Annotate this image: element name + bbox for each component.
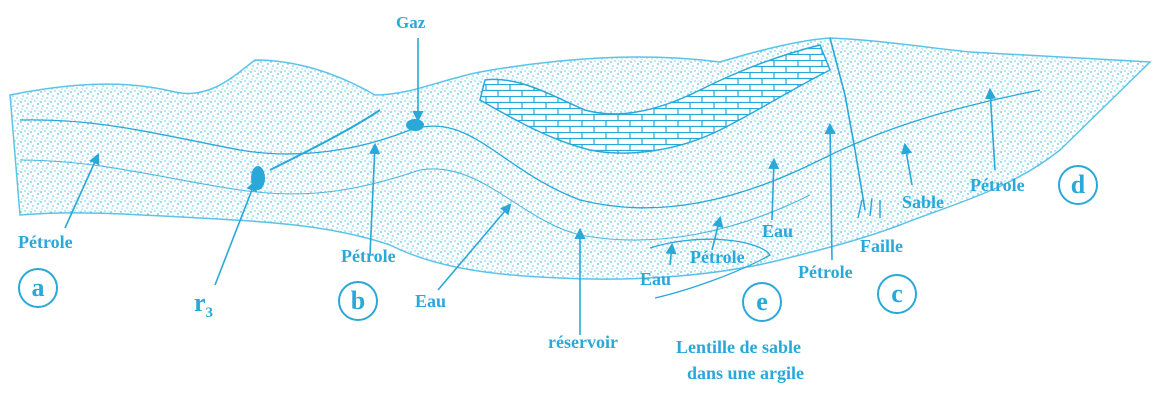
label-petrole-a: Pétrole [18, 233, 73, 251]
gas-cap [406, 119, 424, 131]
label-sable: Sable [902, 193, 944, 211]
trap-b-marker: b [338, 281, 378, 321]
trap-c-marker: c [877, 274, 917, 314]
label-petrole-lens: Pétrole [690, 248, 745, 266]
label-faille: Faille [860, 237, 903, 255]
trap-e-marker: e [742, 282, 782, 322]
trap-a-marker: a [18, 268, 58, 308]
label-reservoir: réservoir [548, 333, 618, 351]
label-petrole-b: Pétrole [341, 247, 396, 265]
label-petrole-c: Pétrole [798, 263, 853, 281]
label-gaz: Gaz [396, 14, 425, 31]
label-petrole-d: Pétrole [970, 176, 1025, 194]
label-eau-right: Eau [762, 222, 793, 240]
label-r3: r3 [194, 290, 213, 321]
label-eau-left: Eau [415, 292, 446, 310]
label-lens-caption-1: Lentille de sable [676, 338, 801, 356]
label-eau-lens: Eau [640, 270, 671, 288]
trap-d-marker: d [1058, 165, 1098, 205]
label-lens-caption-2: dans une argile [687, 364, 804, 382]
